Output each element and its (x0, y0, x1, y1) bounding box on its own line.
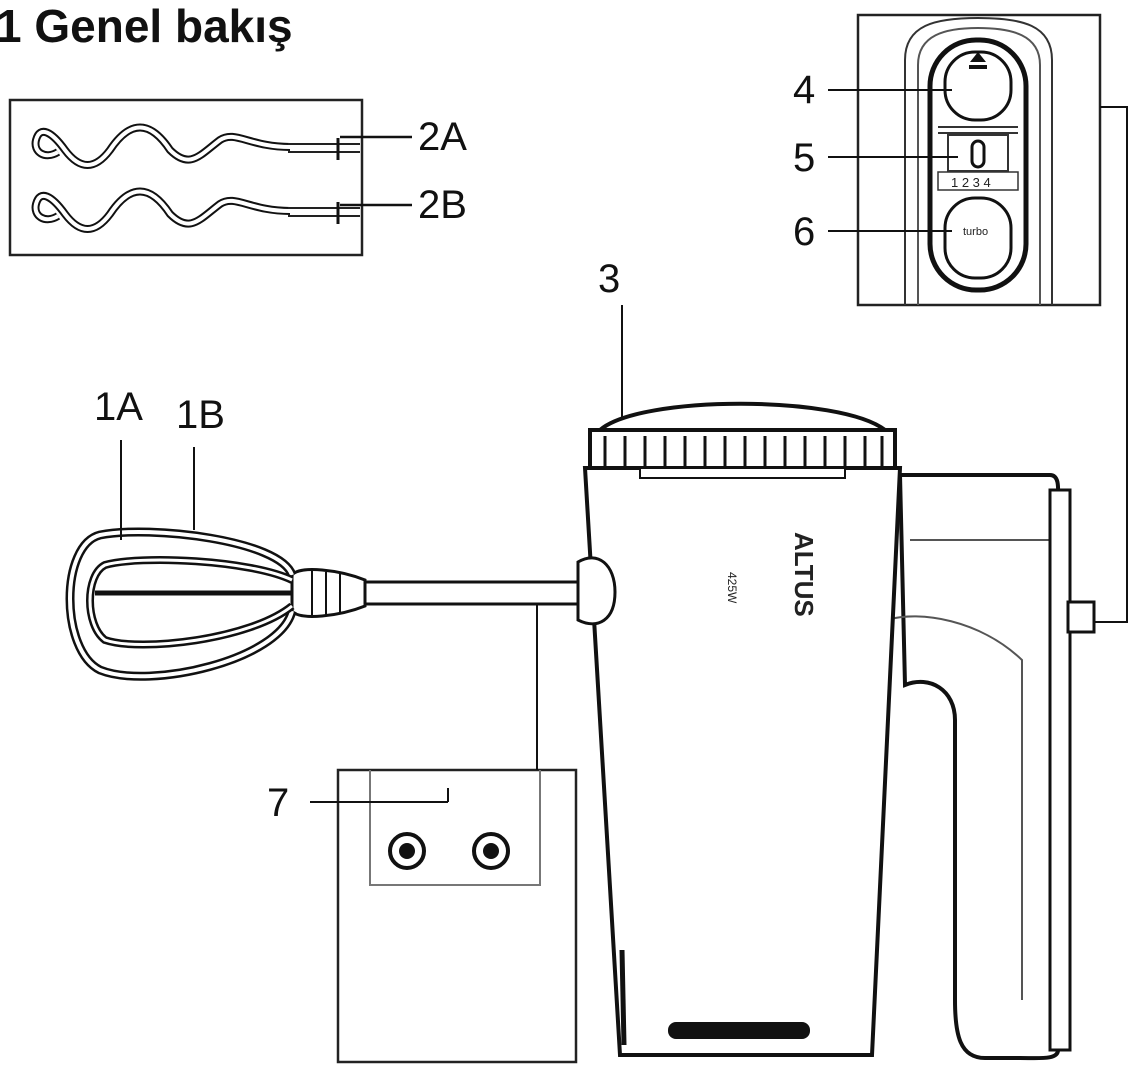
callout-4: 4 (793, 68, 815, 112)
dough-hooks-inset (8, 98, 412, 257)
mixer-handle (897, 473, 1061, 1061)
speed-slider-knob (970, 139, 986, 169)
turbo-label: turbo (963, 226, 988, 238)
callout-6: 6 (793, 210, 815, 254)
callout-2a: 2A (418, 115, 467, 159)
beater-release-frame (336, 768, 578, 1064)
page-title: 1 Genel bakış (0, 0, 293, 52)
eject-icon (970, 52, 986, 62)
beater-shaft (358, 580, 580, 606)
beater-release-inset (310, 603, 578, 1064)
control-panel-inset: 1 2 3 4 turbo (828, 13, 1128, 623)
callout-7: 7 (267, 781, 289, 825)
callout-2b: 2B (418, 183, 467, 227)
beater (65, 440, 580, 681)
dough-hooks-frame (8, 98, 364, 257)
connector-control-panel (1092, 106, 1128, 623)
dough-hook-2a (31, 123, 360, 169)
connector-beater-release (536, 603, 578, 770)
callout-5: 5 (793, 136, 815, 180)
eject-button (943, 50, 1013, 122)
speed-scale (937, 171, 1019, 191)
speed-numbers: 1 2 3 4 (951, 175, 991, 190)
bottom-vent (668, 1022, 810, 1039)
turbo-button (943, 196, 1013, 280)
beater-socket (576, 556, 617, 626)
mixer-body: ALTUS 425W (576, 401, 1096, 1061)
power-rating: 425W (725, 572, 739, 604)
mixer-top-ring (588, 428, 897, 470)
callout-3: 3 (598, 257, 620, 301)
speed-slider-track (947, 134, 1009, 172)
callout-1b: 1B (176, 393, 225, 437)
mixer-housing (582, 466, 903, 1057)
brand-logo-text: ALTUS (789, 532, 819, 617)
callout-1a: 1A (94, 385, 143, 429)
dough-hook-2b (31, 187, 360, 233)
